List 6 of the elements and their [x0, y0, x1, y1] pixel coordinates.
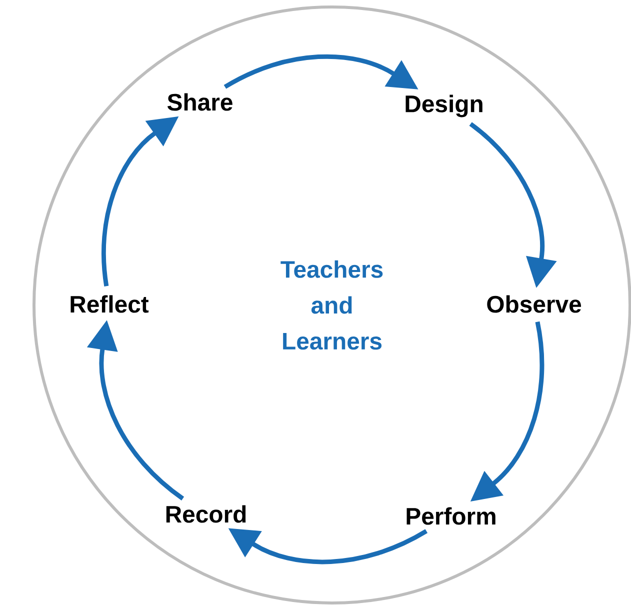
stage-label: Observe: [487, 295, 582, 313]
stage-label: Reflect: [70, 295, 149, 313]
stage-label: Design: [406, 94, 482, 118]
stage-label: Share: [167, 93, 232, 111]
stage-label: Record: [166, 505, 246, 523]
stage-label: Perform: [406, 507, 496, 525]
